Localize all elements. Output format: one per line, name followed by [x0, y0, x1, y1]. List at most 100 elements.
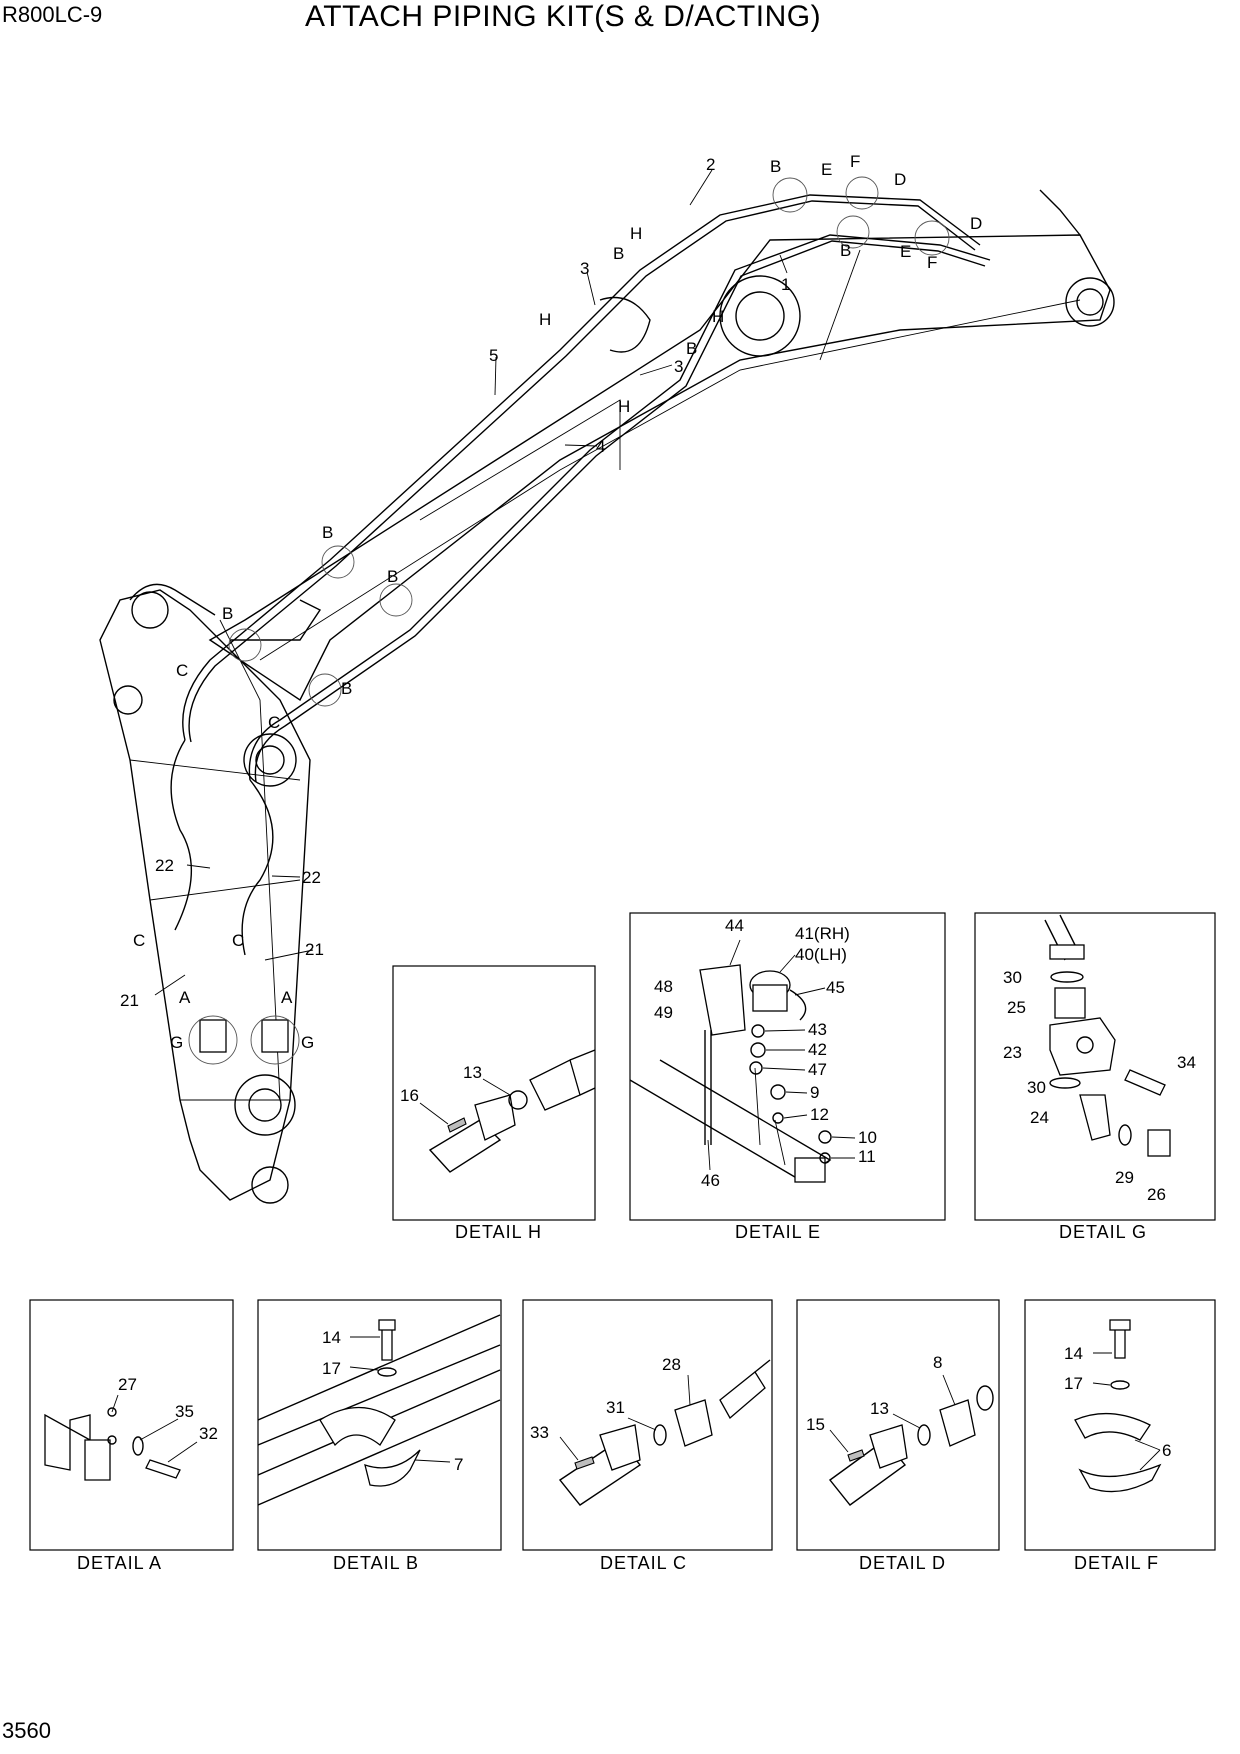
detail-c-caption: DETAIL C: [600, 1553, 687, 1573]
detail-e-label-9: 9: [810, 1083, 819, 1102]
detail-d-caption: DETAIL D: [859, 1553, 946, 1573]
detail-g-label-6: 29: [1115, 1168, 1134, 1187]
callout-2: 2: [706, 155, 715, 174]
detail-e-label-7: 42: [808, 1040, 827, 1059]
detail-d-label-1: 13: [870, 1399, 889, 1418]
callout-b-7: B: [222, 604, 233, 623]
callout-b-1: B: [770, 157, 781, 176]
callout-b-3: B: [613, 244, 624, 263]
detail-e-label-2: 40(LH): [795, 945, 847, 964]
detail-e-label-1: 41(RH): [795, 924, 850, 943]
detail-h-label-1: 13: [463, 1063, 482, 1082]
detail-e: 44 41(RH) 40(LH) 45 48 49 43 42 47 9 12 …: [629, 912, 946, 1242]
detail-c-label-2: 33: [530, 1423, 549, 1442]
callout-d-2: D: [970, 214, 982, 233]
callout-h-4: H: [618, 397, 630, 416]
callout-1: 1: [781, 275, 790, 294]
callout-c-1: C: [176, 661, 188, 680]
detail-b: 14 17 7 DETAIL B: [257, 1299, 502, 1573]
callout-b-4: B: [686, 339, 697, 358]
callout-4: 4: [596, 437, 605, 456]
callout-c-4: C: [232, 931, 244, 950]
detail-f: 14 17 6 DETAIL F: [1024, 1299, 1216, 1573]
detail-b-caption: DETAIL B: [333, 1553, 419, 1573]
detail-g-label-3: 34: [1177, 1053, 1196, 1072]
detail-c: 33 31 28 DETAIL C: [522, 1299, 773, 1573]
detail-e-label-6: 43: [808, 1020, 827, 1039]
detail-g-frame: [974, 912, 1216, 1221]
detail-c-label-1: 31: [606, 1398, 625, 1417]
detail-g-label-4: 30: [1027, 1078, 1046, 1097]
detail-c-label-0: 28: [662, 1355, 681, 1374]
detail-f-frame: [1024, 1299, 1216, 1551]
callout-3-upper: 3: [580, 259, 589, 278]
detail-e-label-11: 10: [858, 1128, 877, 1147]
callout-b-5: B: [322, 523, 333, 542]
page-title: ATTACH PIPING KIT(S & D/ACTING): [305, 0, 822, 33]
detail-d: 15 13 8 DETAIL D: [796, 1299, 1000, 1573]
detail-d-label-2: 15: [806, 1415, 825, 1434]
main-leader-lines: [154, 169, 788, 996]
detail-f-label-0: 14: [1064, 1344, 1083, 1363]
detail-e-label-12: 11: [858, 1147, 876, 1166]
callout-h-3: H: [712, 307, 724, 326]
detail-e-label-0: 44: [725, 916, 744, 935]
callout-b-2: B: [840, 241, 851, 260]
boom-arm-illustration: [99, 176, 1115, 1204]
detail-a-frame: [29, 1299, 234, 1551]
callout-b-6: B: [387, 567, 398, 586]
callout-g-2: G: [301, 1033, 314, 1052]
detail-c-frame: [522, 1299, 773, 1551]
detail-b-frame: [257, 1299, 502, 1551]
detail-b-label-1: 17: [322, 1359, 341, 1378]
main-callouts: 2 1 3 3 4 5 22 22 21 21 B B B B B B B B …: [120, 152, 982, 1052]
callout-a-2: A: [281, 988, 293, 1007]
detail-a-label-2: 32: [199, 1424, 218, 1443]
detail-g-caption: DETAIL G: [1059, 1222, 1147, 1242]
callout-a-1: A: [179, 988, 191, 1007]
callout-22-left: 22: [155, 856, 174, 875]
detail-e-frame: [629, 912, 946, 1221]
callout-g-1: G: [170, 1033, 183, 1052]
detail-g-label-5: 24: [1030, 1108, 1049, 1127]
callout-e-2: E: [900, 242, 911, 261]
detail-g-label-1: 25: [1007, 998, 1026, 1017]
callout-h-2: H: [539, 310, 551, 329]
callout-c-2: C: [268, 713, 280, 732]
detail-e-label-13: 46: [701, 1171, 720, 1190]
callout-5: 5: [489, 346, 498, 365]
detail-e-label-4: 48: [654, 977, 673, 996]
detail-d-label-0: 8: [933, 1353, 942, 1372]
detail-g: 30 25 23 34 30 24 29 26 DETAIL G: [974, 912, 1216, 1242]
callout-f-1: F: [850, 152, 860, 171]
callout-d-1: D: [894, 170, 906, 189]
callout-f-2: F: [927, 253, 937, 272]
detail-a-label-0: 27: [118, 1375, 137, 1394]
detail-a-label-1: 35: [175, 1402, 194, 1421]
detail-b-label-0: 14: [322, 1328, 341, 1347]
detail-f-label-1: 17: [1064, 1374, 1083, 1393]
detail-e-label-5: 49: [654, 1003, 673, 1022]
detail-d-frame: [796, 1299, 1000, 1551]
detail-a: 27 35 32 DETAIL A: [29, 1299, 234, 1573]
detail-g-label-2: 23: [1003, 1043, 1022, 1062]
detail-e-label-8: 47: [808, 1060, 827, 1079]
detail-h-label-0: 16: [400, 1086, 419, 1105]
callout-21-right: 21: [305, 940, 324, 959]
detail-h-frame: [392, 965, 596, 1221]
detail-e-label-10: 12: [810, 1105, 829, 1124]
model-code: R800LC-9: [2, 2, 103, 27]
detail-g-label-0: 30: [1003, 968, 1022, 987]
page-number: 3560: [2, 1718, 51, 1743]
detail-h-caption: DETAIL H: [455, 1222, 542, 1242]
callout-b-8: B: [341, 679, 352, 698]
detail-e-label-3: 45: [826, 978, 845, 997]
detail-b-label-2: 7: [454, 1455, 463, 1474]
detail-g-label-7: 26: [1147, 1185, 1166, 1204]
callout-3-lower: 3: [674, 357, 683, 376]
callout-h-1: H: [630, 224, 642, 243]
detail-e-caption: DETAIL E: [735, 1222, 821, 1242]
detail-a-caption: DETAIL A: [77, 1553, 162, 1573]
callout-22-right: 22: [302, 868, 321, 887]
